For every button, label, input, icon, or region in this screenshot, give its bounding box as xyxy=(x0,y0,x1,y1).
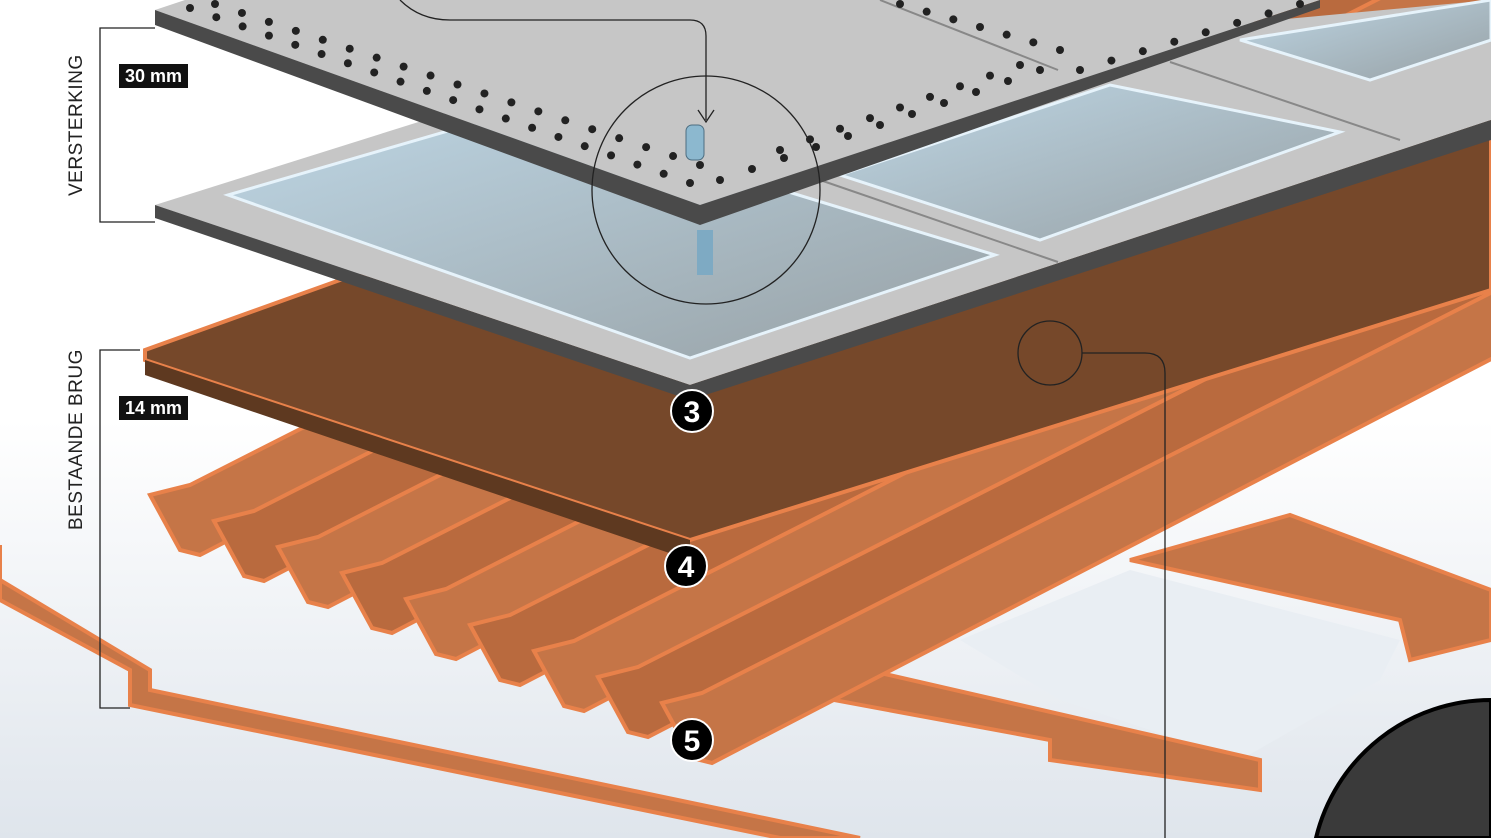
glass-panels xyxy=(223,0,1491,360)
rivet xyxy=(1264,9,1273,18)
rivet xyxy=(264,31,273,40)
rivet xyxy=(607,151,616,160)
rivet xyxy=(507,98,516,107)
rivet xyxy=(896,0,904,8)
rivet xyxy=(896,103,904,112)
rivet xyxy=(370,68,379,77)
rivet xyxy=(291,26,300,35)
rivet xyxy=(949,15,958,24)
rivet xyxy=(237,8,246,17)
rivet xyxy=(426,71,435,80)
rivet xyxy=(396,77,405,86)
existing-bridge-label: BESTAANDE BRUG xyxy=(66,349,87,530)
stud xyxy=(697,230,713,275)
rivet xyxy=(1107,56,1116,65)
lower-steel-plate-edge xyxy=(155,120,1491,400)
rivet xyxy=(264,17,273,26)
rivet xyxy=(399,62,408,71)
rivet xyxy=(317,50,326,59)
rivet xyxy=(1201,28,1210,37)
rivet xyxy=(1036,66,1044,74)
rivet xyxy=(186,4,194,12)
rivet xyxy=(686,179,694,187)
wheel xyxy=(1313,697,1491,838)
rivet xyxy=(908,110,916,118)
rivet xyxy=(748,165,756,173)
marker-4: 4 xyxy=(664,544,708,588)
rivet xyxy=(480,89,489,98)
rivet xyxy=(318,35,327,44)
rivet xyxy=(836,124,844,133)
rivet xyxy=(1170,37,1179,46)
rivet xyxy=(534,107,543,116)
rivet xyxy=(291,40,300,49)
rivet xyxy=(475,105,484,114)
rivet xyxy=(449,96,458,105)
rivet xyxy=(1016,61,1024,69)
rivet xyxy=(1029,38,1038,47)
rivet xyxy=(1138,47,1147,56)
rivet xyxy=(876,121,884,129)
rivet xyxy=(345,44,354,53)
rivet xyxy=(211,0,219,8)
rivet xyxy=(976,23,984,31)
rivet xyxy=(844,132,852,140)
rivet xyxy=(1233,18,1242,27)
rivet xyxy=(659,169,668,178)
rivet xyxy=(926,92,934,101)
marker-5: 5 xyxy=(670,718,714,762)
rivet xyxy=(422,86,431,95)
rivet xyxy=(922,7,931,16)
welded-stud xyxy=(685,124,705,161)
rivet xyxy=(806,135,814,144)
existing-thickness-tag: 14 mm xyxy=(119,396,189,420)
rivet xyxy=(972,88,980,96)
rivet xyxy=(812,143,820,151)
rivet xyxy=(940,99,948,107)
rivet xyxy=(780,154,788,162)
rivet xyxy=(343,59,352,68)
rivet xyxy=(501,114,510,123)
deck-plate-edge xyxy=(145,360,690,560)
rivet xyxy=(669,152,678,161)
rivet xyxy=(615,134,624,143)
rivet xyxy=(212,13,221,22)
rivets xyxy=(186,0,1304,187)
rivet xyxy=(561,116,570,125)
rivet xyxy=(1076,66,1084,74)
top-steel-plate xyxy=(155,0,1320,205)
rivet xyxy=(986,71,994,80)
reinforcement-thickness-tag: 30 mm xyxy=(119,64,189,88)
rivet xyxy=(776,146,784,154)
rivet xyxy=(696,161,704,169)
rivet xyxy=(633,160,642,169)
rivet xyxy=(1296,0,1304,8)
rivet xyxy=(716,176,724,184)
rivet xyxy=(580,142,589,151)
rivet xyxy=(1056,46,1064,54)
reinforcement-label: VERSTERKING xyxy=(66,54,87,196)
rivet xyxy=(642,143,651,152)
rivet xyxy=(238,22,247,31)
rivet xyxy=(866,114,874,123)
rivet xyxy=(1004,77,1012,85)
rivet xyxy=(528,123,537,132)
rivet xyxy=(956,82,964,91)
cross-beams xyxy=(0,512,1491,838)
callout-lines xyxy=(99,0,1166,838)
rivet xyxy=(588,125,597,134)
rivet xyxy=(372,53,381,62)
rivet xyxy=(453,80,462,89)
marker-3: 3 xyxy=(670,389,714,433)
rivet xyxy=(1002,30,1011,39)
gap-light xyxy=(960,570,1400,760)
rivet xyxy=(554,132,563,141)
